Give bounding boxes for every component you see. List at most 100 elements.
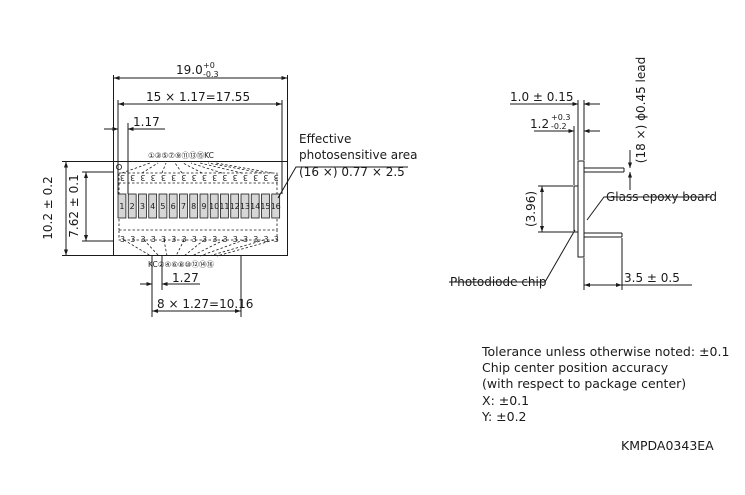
chip-label: Photodiode chip	[450, 275, 547, 289]
top-wire-label: 3	[212, 173, 217, 182]
photodiode-element	[179, 193, 188, 219]
chip-offset-lower-tol: -0.2	[551, 122, 567, 131]
bottom-wire-label: 3	[171, 235, 176, 244]
side-view	[449, 100, 712, 290]
top-wire-label: 3	[151, 173, 156, 182]
lead-length-label: 3.5 ± 0.5	[624, 271, 680, 285]
photodiode-chip	[573, 185, 579, 233]
tolerance-notes: Tolerance unless otherwise noted: ±0.1 C…	[482, 344, 729, 425]
element-number: 12	[230, 202, 240, 211]
board-label: Glass epoxy board	[606, 190, 717, 204]
bottom-pin-numbers: KC②④⑥⑧⑩⑫⑭⑯	[148, 260, 214, 269]
bottom-wire-label: 3	[151, 235, 156, 244]
bottom-pad-row	[118, 229, 278, 241]
photodiode-element	[189, 193, 199, 219]
lead-pitch-label: 1.27	[172, 271, 199, 285]
lead-spec-label: (18 ×) ϕ0.45 lead	[634, 57, 648, 163]
photodiode-element	[209, 193, 219, 219]
element-number: 3	[140, 202, 145, 211]
element-number: 16	[271, 202, 281, 211]
chip-offset-upper-tol: +0.3	[551, 113, 570, 122]
photodiode-element	[240, 193, 250, 219]
effective-area-leader	[277, 166, 408, 199]
top-wire-label: 3	[181, 173, 186, 182]
top-wire-label: 3	[222, 173, 227, 182]
photodiode-element	[271, 193, 281, 219]
array-width-label: 15 × 1.17=17.55	[146, 90, 250, 104]
top-wire-label: 3	[243, 173, 248, 182]
photodiode-element	[199, 193, 209, 219]
top-wire-label: 3	[140, 173, 145, 182]
bottom-wire-label: 3	[130, 235, 135, 244]
top-wire-label: 3	[161, 173, 166, 182]
element-number: 9	[201, 202, 206, 211]
bottom-wire-label: 3	[141, 235, 146, 244]
bottom-wire-label: 3	[202, 235, 207, 244]
element-number: 6	[171, 202, 176, 211]
lead-span-label: 8 × 1.27=10.16	[157, 297, 253, 311]
index-mark	[116, 163, 123, 170]
bottom-wire-label: 3	[192, 235, 197, 244]
top-pin-numbers: ①③⑤⑦⑨⑪⑬⑮KC	[148, 151, 214, 160]
bottom-wire-label: 3	[233, 235, 238, 244]
effective-area-line2: photosensitive area	[299, 148, 418, 162]
top-wire-label: 3	[253, 173, 258, 182]
bottom-wire-label: 3	[243, 235, 248, 244]
document-code: KMPDA0343EA	[621, 438, 714, 453]
overall-width-upper-tol: +0	[203, 61, 215, 70]
top-wire-label: 3	[274, 173, 279, 182]
photodiode-element	[117, 193, 127, 219]
top-wire-label: 3	[130, 173, 135, 182]
bottom-wire-label: 3	[212, 235, 217, 244]
front-view-labels: 19.0 +0 -0.3 15 × 1.17=17.55 1.17 ①③⑤⑦⑨⑪…	[41, 61, 418, 311]
photodiode-element	[168, 193, 178, 219]
overall-width-label: 19.0	[176, 63, 203, 77]
element-number: 10	[209, 202, 219, 211]
photodiode-element	[261, 193, 270, 219]
photodiode-element	[220, 193, 229, 219]
top-wire-label: 3	[192, 173, 197, 182]
top-wire-label: 3	[202, 173, 207, 182]
overall-width-lower-tol: -0.3	[203, 70, 219, 79]
note-line: Chip center position accuracy	[482, 360, 669, 376]
element-number: 7	[181, 202, 186, 211]
bottom-wire-label: 3	[264, 235, 269, 244]
top-wire-label: 3	[120, 173, 125, 182]
note-line: X: ±0.1	[482, 392, 530, 408]
photodiode-element	[230, 193, 240, 219]
element-number: 4	[150, 202, 155, 211]
pitch-label: 1.17	[133, 115, 160, 129]
note-line: (with respect to package center)	[482, 376, 687, 392]
element-number: 1	[119, 202, 124, 211]
element-number: 8	[191, 202, 196, 211]
photodiode-element	[250, 193, 260, 219]
total-height-label: 10.2 ± 0.2	[41, 176, 55, 240]
element-number: 5	[160, 202, 165, 211]
photodiode-element	[158, 193, 168, 219]
glass-epoxy-board	[577, 160, 585, 258]
front-view	[62, 75, 408, 317]
side-view-labels: 1.0 ± 0.15 1.2 +0.3 -0.2 (18 ×) ϕ0.45 le…	[450, 57, 717, 289]
board-thickness-label: 1.0 ± 0.15	[510, 90, 574, 104]
element-number: 11	[219, 202, 229, 211]
bottom-wire-label: 3	[223, 235, 228, 244]
bottom-wire-label: 3	[274, 235, 279, 244]
element-number: 13	[240, 202, 250, 211]
bottom-wire-label: 3	[161, 235, 166, 244]
note-line: Tolerance unless otherwise noted: ±0.1	[482, 344, 730, 359]
photodiode-element	[127, 193, 137, 219]
element-number: 14	[250, 202, 260, 211]
effective-area-line1: Effective	[299, 132, 351, 146]
top-wire-label: 3	[233, 173, 238, 182]
chip-offset-label: 1.2	[530, 117, 549, 131]
inner-height-label: 7.62 ± 0.1	[67, 174, 81, 238]
element-number: 2	[130, 202, 135, 211]
bottom-wire-label: 3	[182, 235, 187, 244]
chip-height-label: (3.96)	[524, 191, 538, 227]
bottom-wire-label: 3	[253, 235, 258, 244]
top-pad-row	[118, 172, 278, 184]
